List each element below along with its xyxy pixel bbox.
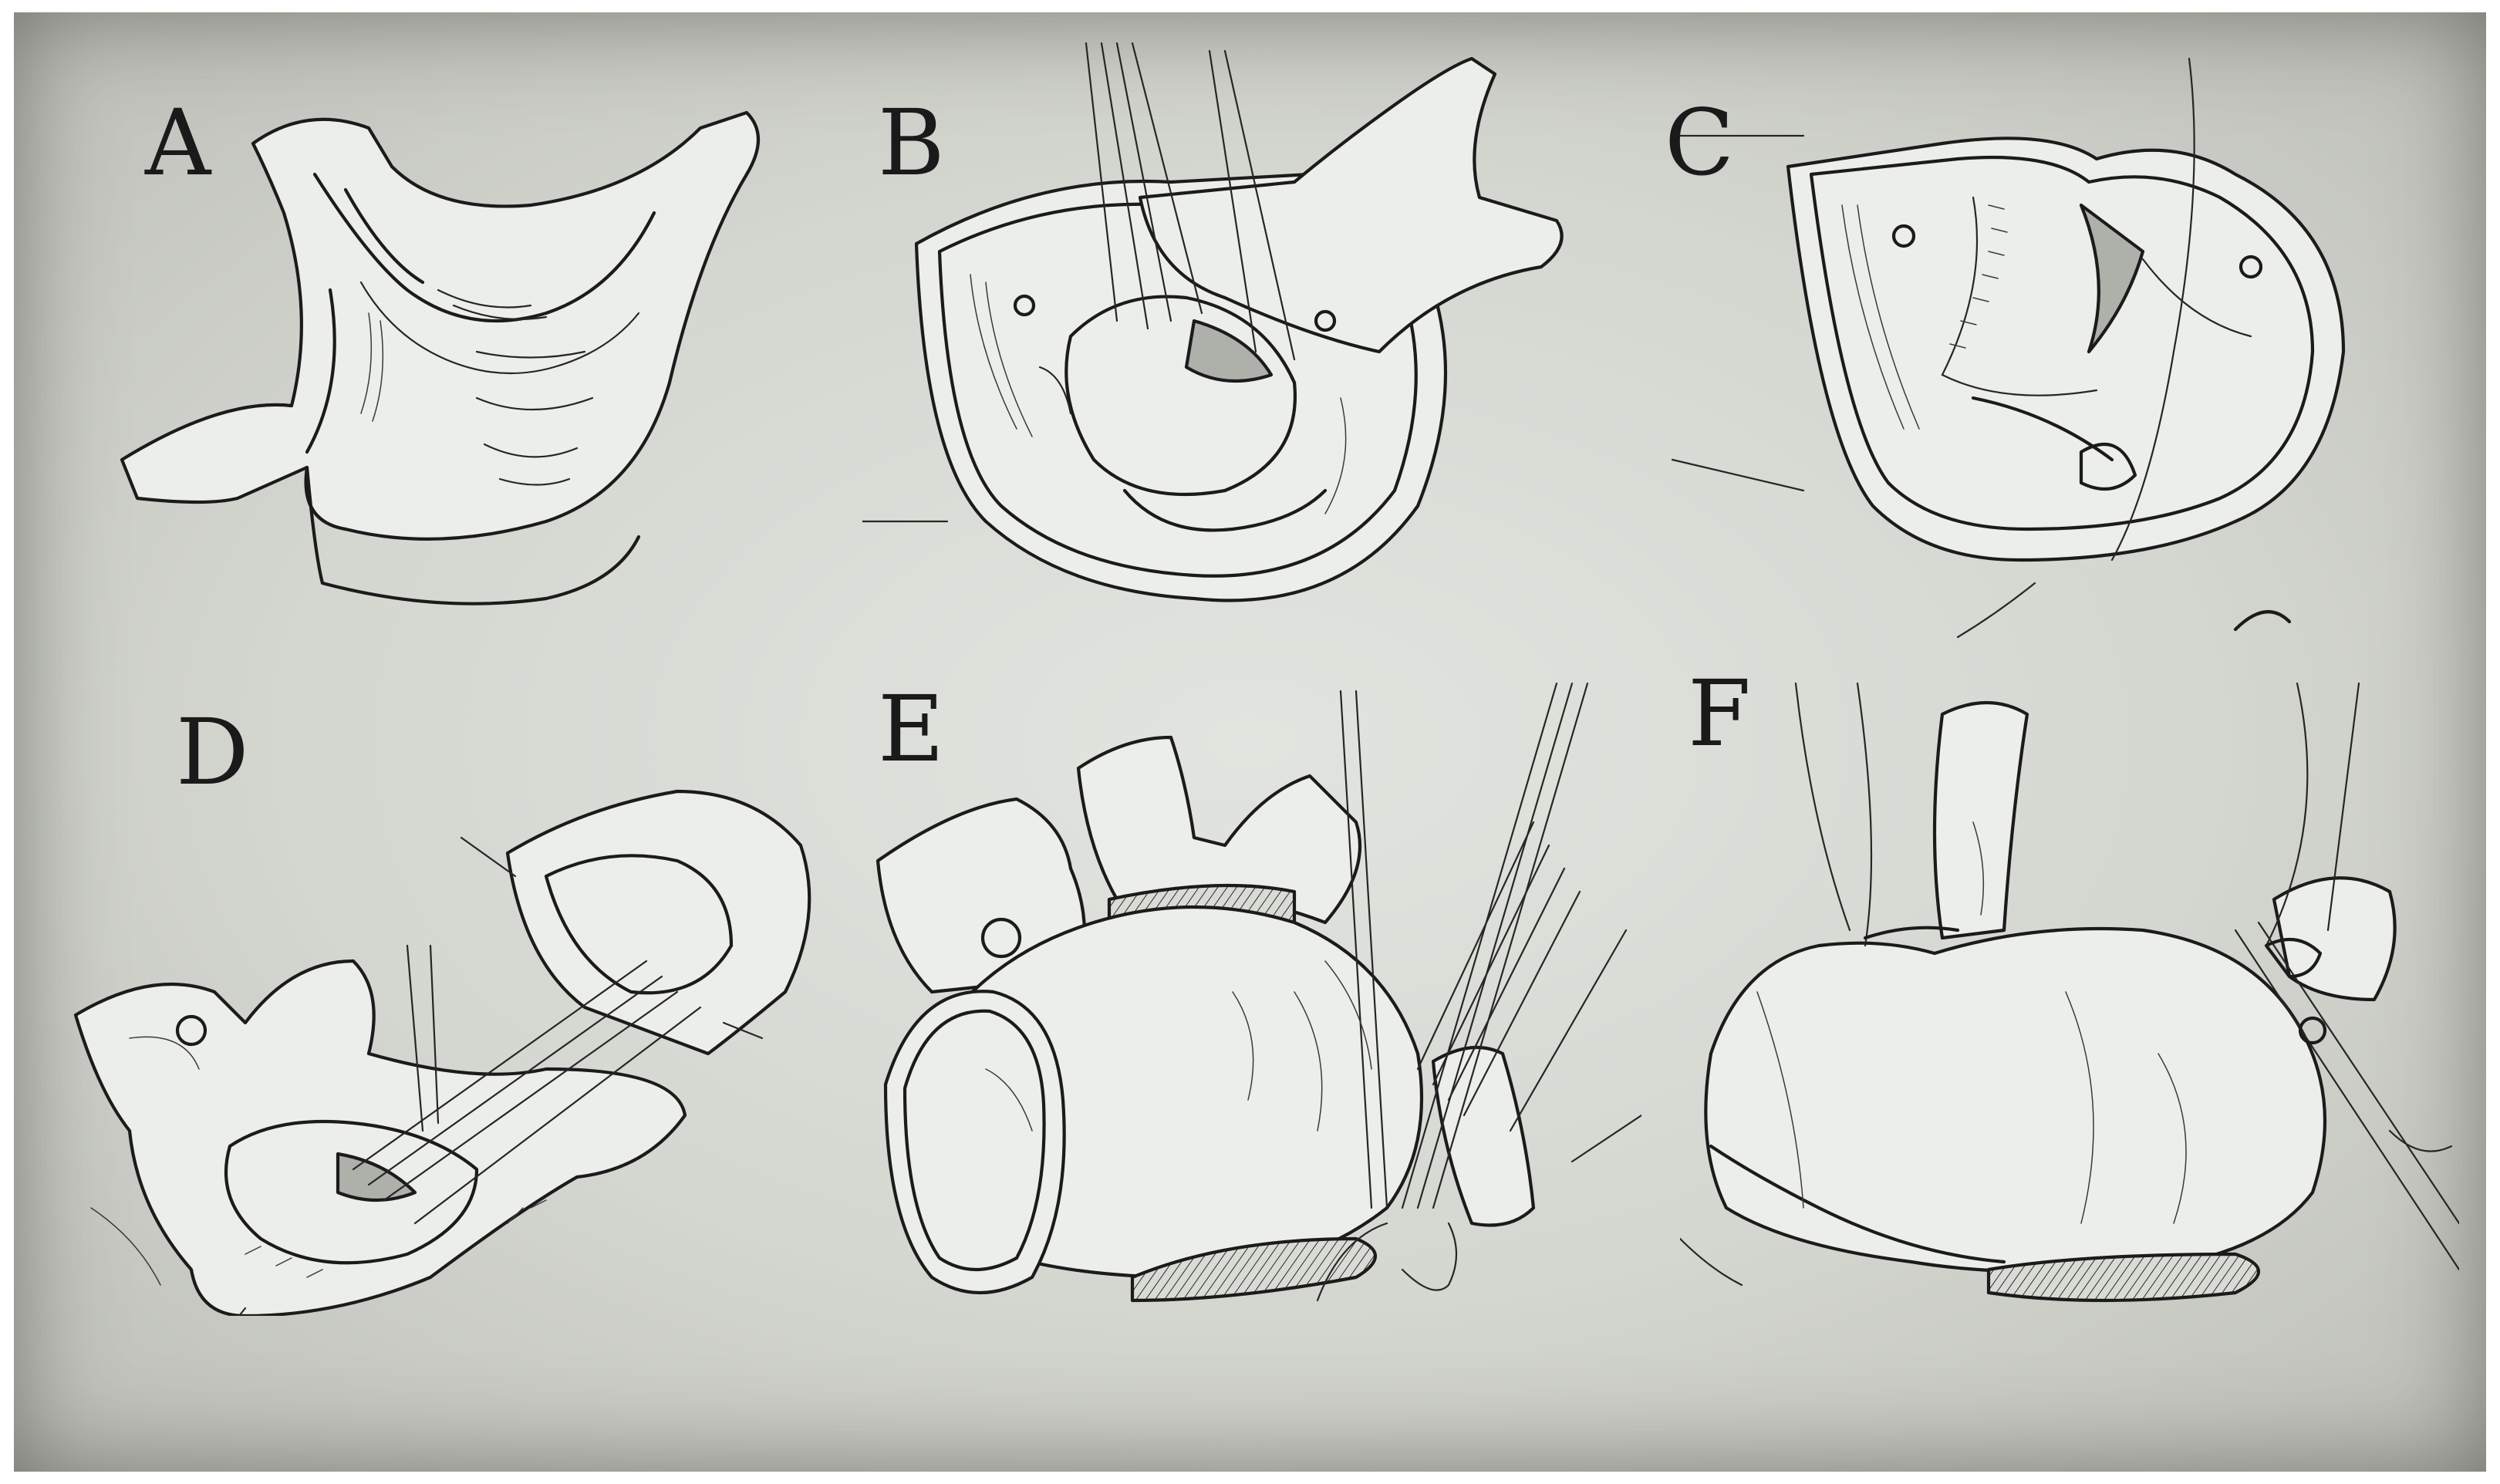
panel-c: C [1649,28,2428,676]
panel-a: A [114,59,893,707]
panel-label-c: C [1665,89,1735,196]
valve-chamber-suture-line-illustration-icon [1671,57,2346,639]
completed-repair-illustration-icon [1680,682,2459,1303]
panel-label-a: A [145,89,211,196]
panel-label-f: F [1688,660,1751,767]
heart-valve-anatomy-illustration-icon [120,110,761,605]
panel-d: D [45,668,824,1316]
panel-f: F [1680,668,2459,1316]
panel-label-d: D [176,699,249,805]
graft-anastomosis-illustration-icon [876,682,1641,1303]
graft-suture-attachment-illustration-icon [73,789,811,1316]
valve-excision-sutures-illustration-icon [862,42,1564,602]
surgical-illustration-figure: A B [14,12,2486,1472]
panel-label-b: B [878,89,945,196]
panel-e: E [862,668,1641,1316]
panel-b: B [862,28,1641,676]
panel-label-e: E [878,676,945,782]
